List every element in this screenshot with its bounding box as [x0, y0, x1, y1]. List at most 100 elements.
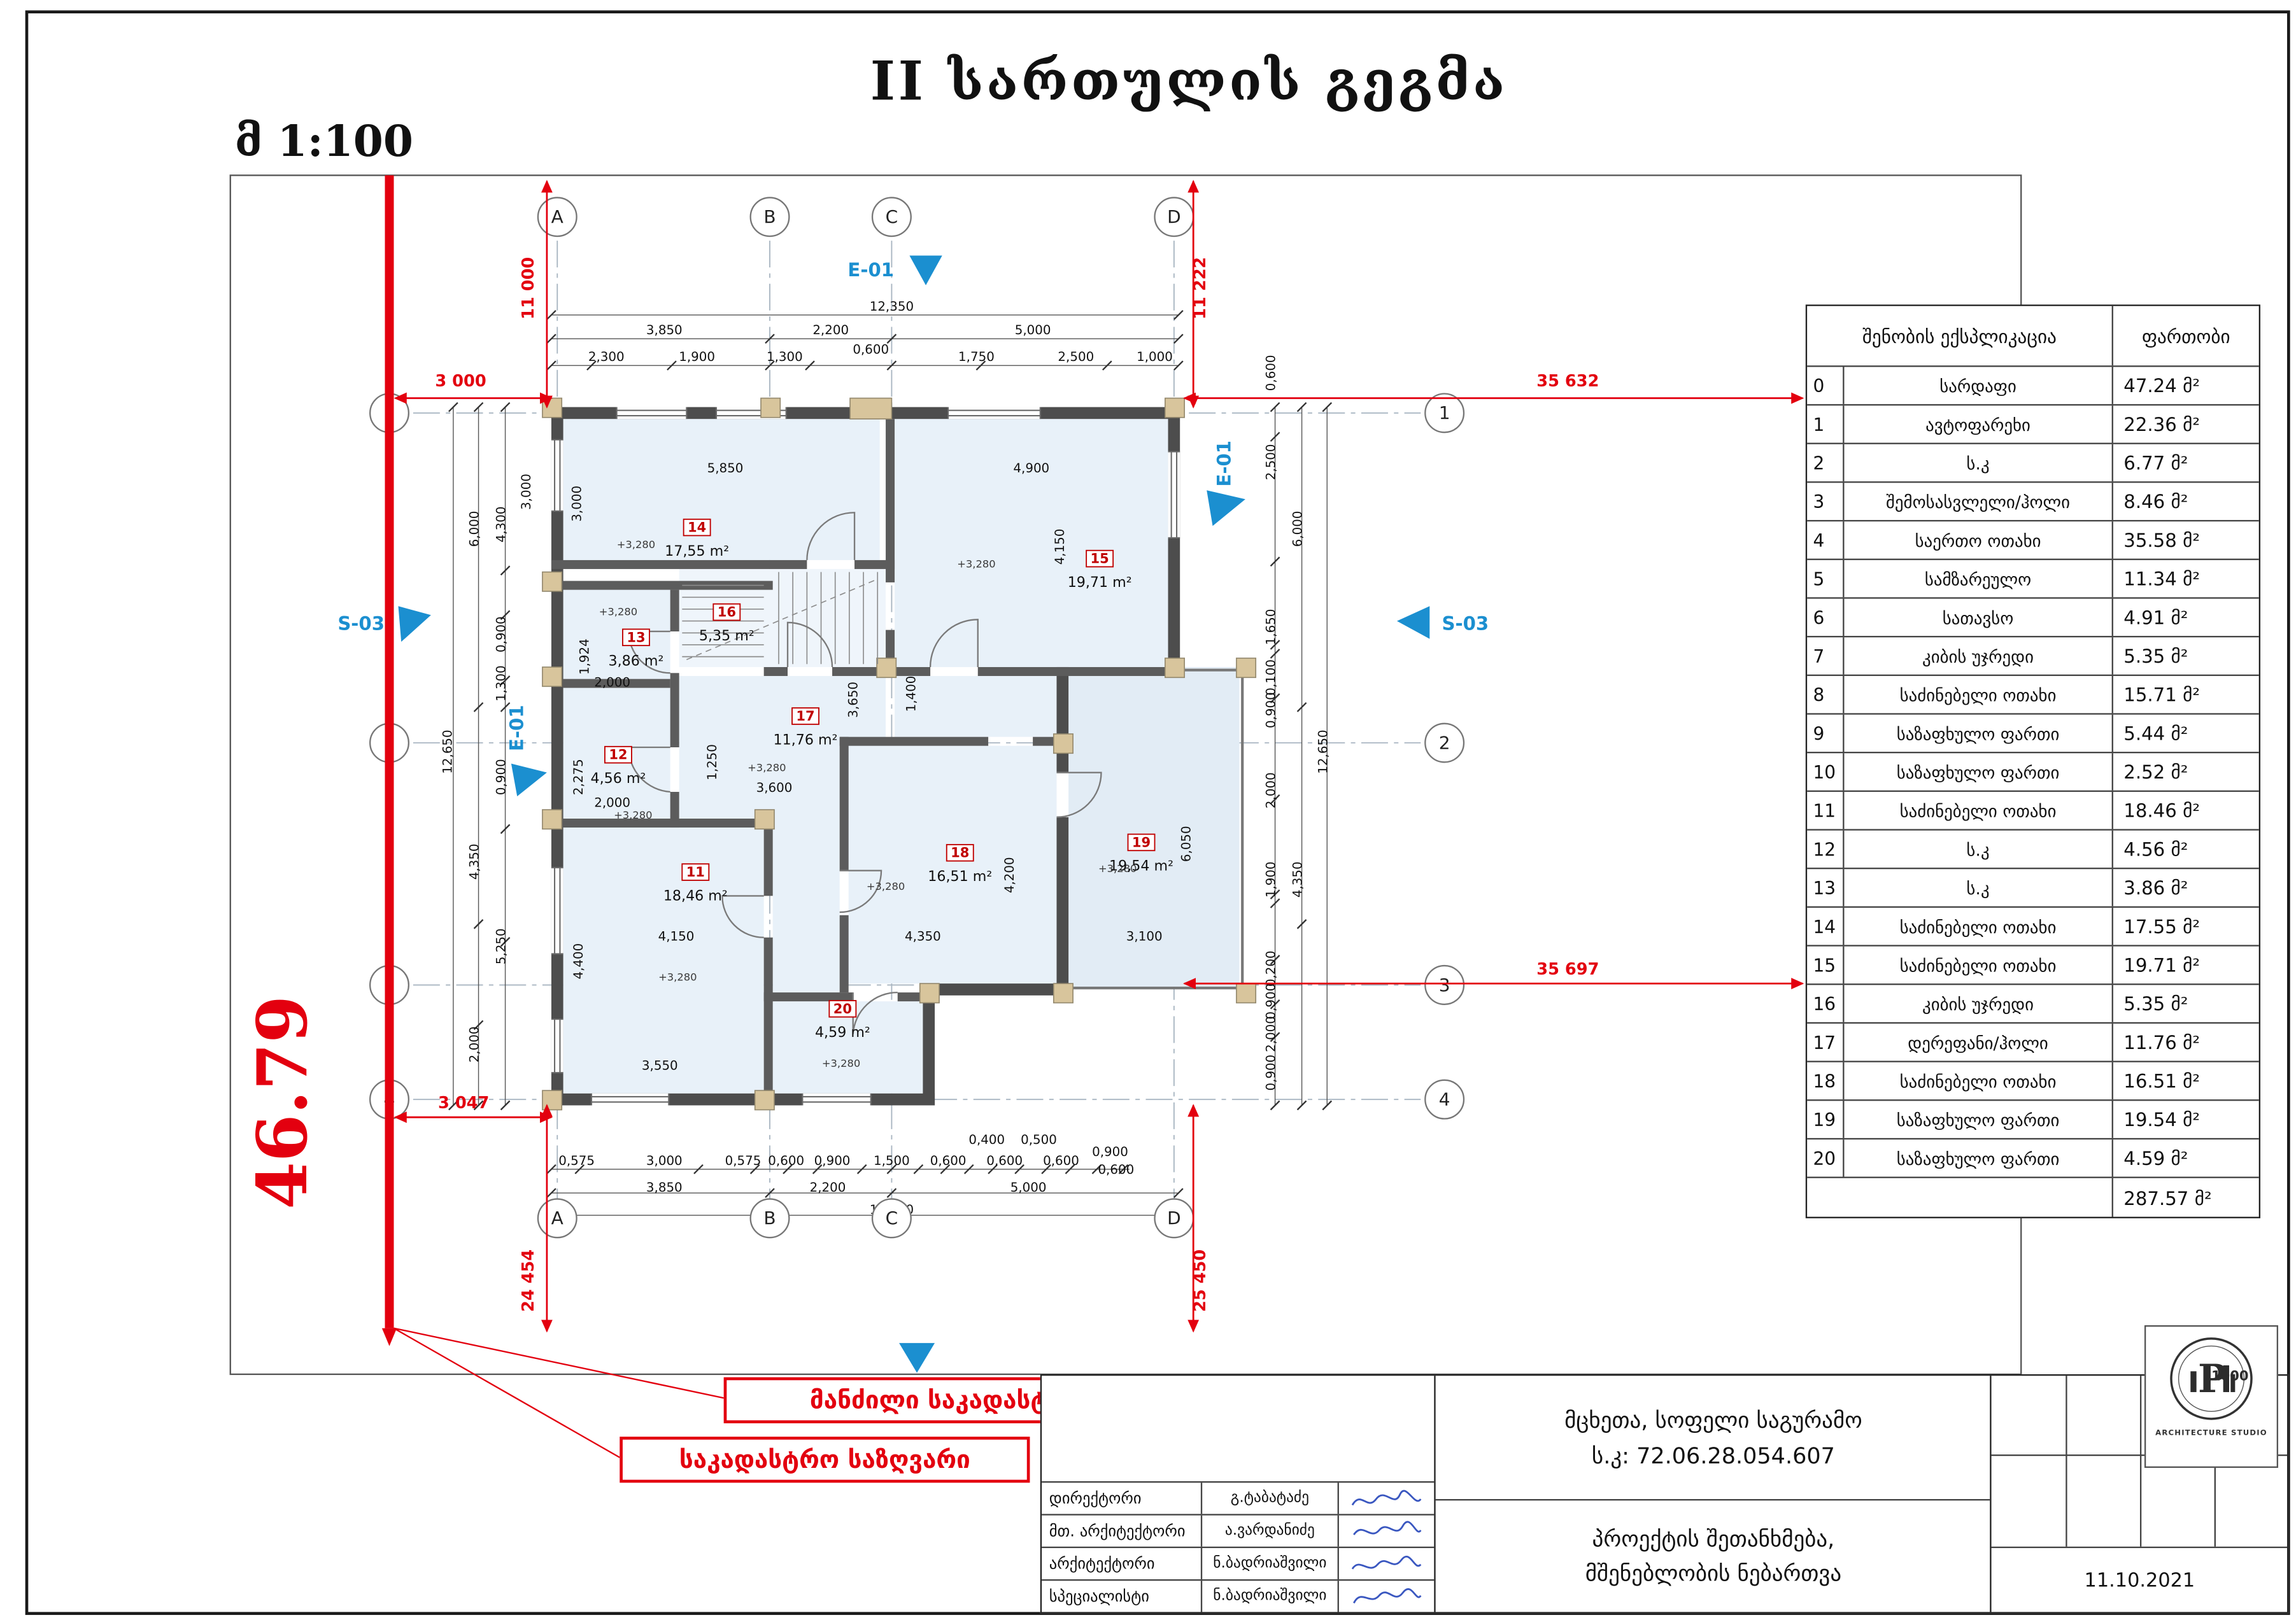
dimension-label: 1,900 [1264, 861, 1279, 898]
role-row: დირექტორი გ.ტაბატაძე [1042, 1481, 1435, 1514]
dimension-label: 4,300 [494, 507, 509, 543]
dimension-label: 1,250 [705, 744, 719, 780]
room-area-value: 2.52 მ² [2123, 761, 2188, 784]
room-fills [563, 419, 1240, 1094]
explication-header-area: ფართობი [2141, 324, 2230, 347]
room-index: 9 [1807, 714, 1845, 752]
room-number: 20 [833, 1001, 852, 1017]
dimension-label: 1,924 [577, 638, 592, 675]
room-area-value: 5.35 მ² [2123, 644, 2188, 667]
room-area: 4,59 m² [815, 1024, 870, 1041]
section-label-s03: S-03 [337, 613, 385, 635]
axis-label: 1 [1439, 402, 1450, 423]
dimension-label: 12,650 [1315, 729, 1330, 773]
axis-label: 2 [1439, 732, 1450, 753]
role-name: გ.ტაბატაძე [1202, 1483, 1339, 1514]
explication-header-name: შენობის ექსპლიკაცია [1807, 306, 2113, 366]
dimension-label: 0,900 [1092, 1145, 1128, 1159]
section-label-s03: S-03 [1442, 613, 1489, 635]
room-area-value: 17.55 მ² [2123, 915, 2200, 938]
dimension-label: 4,150 [658, 929, 695, 943]
room-name: სამზარეულო [1844, 560, 2113, 598]
room-area-value: 6.77 მ² [2123, 451, 2188, 474]
dimension-label: 5,000 [1015, 323, 1051, 337]
dimension-label: 0,900 [1264, 1055, 1279, 1091]
elevation-mark: +3,280 [867, 880, 905, 892]
dimension-label: 1,650 [1264, 609, 1279, 645]
room-index: 10 [1807, 753, 1845, 791]
room-index: 11 [1807, 792, 1845, 829]
section-marker-triangle [1207, 490, 1245, 526]
section-markers: E-01 E-01 E-01 S-03 S-03 [337, 255, 1489, 1373]
elevation-mark: +3,280 [658, 971, 697, 983]
room-number: 19 [1132, 835, 1151, 850]
logo-number: 1000 [2211, 1368, 2248, 1383]
room-number: 17 [796, 708, 814, 724]
room-number: 12 [609, 747, 627, 763]
axis-bubble: D [1154, 197, 1194, 237]
section-marker-triangle [398, 606, 431, 642]
room-area-value: 35.58 მ² [2123, 528, 2200, 551]
annotation-cadastral-boundary: საკადასტრო საზღვარი [620, 1436, 1030, 1483]
dimension-label: 3,100 [1126, 929, 1163, 943]
dimension-label: 2,000 [594, 795, 630, 810]
elevation-marks: +3,280+3,280+3,280+3,280+3,280+3,280+3,2… [599, 539, 1137, 1069]
dimension-label: 3,850 [646, 1180, 683, 1195]
date: 11.10.2021 [2084, 1569, 2195, 1592]
signature [1352, 1489, 1422, 1505]
axis-bubble: B [749, 1198, 790, 1239]
room-area-value: 47.24 მ² [2123, 374, 2200, 397]
dimension-label: 3,650 [846, 682, 861, 718]
signature [1352, 1554, 1422, 1569]
room-name: ს.კ [1844, 830, 2113, 868]
room-area-value: 19.71 მ² [2123, 954, 2200, 976]
dimension-label: 1,900 [679, 349, 715, 364]
room-name: სათავსო [1844, 598, 2113, 636]
dimension-label: 0,100 [1264, 659, 1279, 696]
room-index: 1 [1807, 405, 1845, 443]
role-label: არქიტექტორი [1042, 1548, 1203, 1580]
room-area-value: 19.54 მ² [2123, 1108, 2200, 1131]
axis-bubble: 2 [1424, 722, 1465, 763]
section-marker-triangle [511, 763, 547, 797]
axis-bubble: A [537, 197, 578, 237]
axis-bubble: B [749, 197, 790, 237]
room-index: 7 [1807, 637, 1845, 675]
survey-dimension-label: 35 632 [1536, 372, 1599, 391]
dimension-label: 6,000 [467, 511, 482, 547]
room-area-value: 18.46 მ² [2123, 799, 2200, 822]
room-index: 19 [1807, 1101, 1845, 1138]
dimension-label: 0,600 [1043, 1153, 1079, 1168]
axis-label: B [763, 206, 776, 227]
dimension-label: 3,000 [646, 1153, 683, 1168]
room-area: 19,71 m² [1068, 574, 1132, 591]
room-label: 20 4,59 m² [815, 1000, 870, 1041]
room-index: 0 [1807, 367, 1845, 404]
room-number: 14 [688, 520, 706, 535]
room-area-value: 5.35 მ² [2123, 992, 2188, 1015]
survey-dimension-label: 3 000 [435, 372, 486, 391]
elevation-mark: +3,280 [599, 605, 637, 617]
section-marker-triangle [1396, 606, 1430, 639]
dimension-label: 1,000 [1137, 349, 1173, 364]
dimension-label: 0,600 [853, 342, 889, 356]
elevation-mark: +3,280 [617, 539, 655, 551]
elevation-mark: +3,280 [614, 809, 652, 821]
axis-label: 3 [1439, 975, 1450, 996]
survey-dimension-label: 11 000 [519, 257, 538, 320]
